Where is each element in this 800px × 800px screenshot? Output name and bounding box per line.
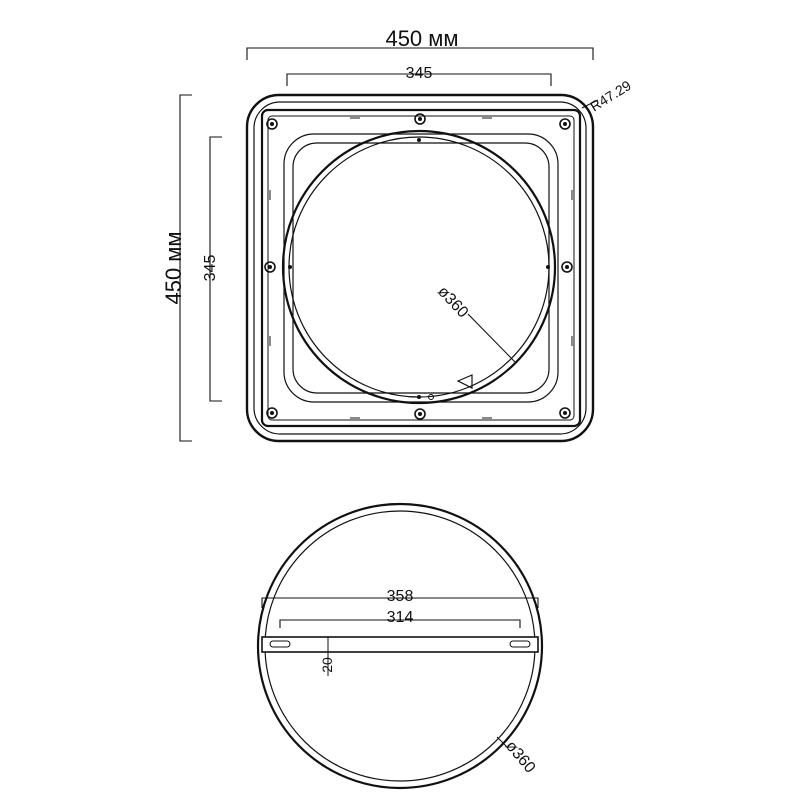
screw-icon xyxy=(414,408,426,420)
screw-icon xyxy=(559,407,571,419)
ring-dot xyxy=(428,394,434,400)
bracket-length-label: 358 xyxy=(387,588,414,605)
screw-icon xyxy=(414,113,426,125)
mounting-bracket xyxy=(261,636,539,653)
diameter-leader xyxy=(467,313,516,363)
outer-frame-inner-edge xyxy=(253,101,587,435)
bracket-slot-right xyxy=(509,640,531,648)
bottom-view: 358 314 20 ø360 xyxy=(256,502,544,790)
diffuser-frame-inner xyxy=(292,142,550,394)
mounting-plate-inner xyxy=(267,115,575,421)
mount-width-label: 345 xyxy=(406,65,433,82)
screw-icon xyxy=(559,118,571,130)
screw-icons xyxy=(264,113,573,420)
hole-spacing-dimension: 314 xyxy=(279,609,521,628)
ring-dot xyxy=(546,265,550,269)
bracket-length-dimension: 358 xyxy=(261,588,539,608)
ring-dot xyxy=(288,265,292,269)
screw-icon xyxy=(266,407,278,419)
overall-height-dimension: 450 мм xyxy=(161,94,192,442)
radius-leader xyxy=(581,99,599,109)
screw-icon xyxy=(266,118,278,130)
ring-diameter-label: ø360 xyxy=(434,283,471,321)
outer-frame xyxy=(245,93,595,443)
mount-height-dimension: 345 xyxy=(202,136,222,402)
ring-dot xyxy=(417,138,421,142)
direction-triangle-icon xyxy=(456,374,473,389)
screw-icon xyxy=(561,261,573,273)
outer-diameter-leader xyxy=(496,736,509,749)
ring-circle-outer xyxy=(281,129,557,405)
bracket-height-label: 20 xyxy=(319,657,335,673)
corner-radius-label: R47.29 xyxy=(587,77,634,115)
ring-circle-inner xyxy=(288,136,550,398)
mounting-plate xyxy=(260,108,582,428)
overall-width-label: 450 мм xyxy=(385,26,458,51)
bracket-slot-left xyxy=(269,640,291,648)
hole-spacing-label: 314 xyxy=(387,609,414,626)
bottom-outer-circle xyxy=(256,502,544,790)
overall-height-label: 450 мм xyxy=(161,231,186,304)
outer-diameter-label: ø360 xyxy=(502,738,539,777)
bracket-height-dimension: 20 xyxy=(319,636,335,676)
plate-slots xyxy=(269,117,573,419)
top-view: ø360 450 мм 345 R47.29 450 мм 345 xyxy=(161,26,634,443)
overall-width-dimension: 450 мм xyxy=(246,26,594,60)
mount-width-dimension: 345 xyxy=(286,65,552,86)
screw-icon xyxy=(264,261,276,273)
mount-height-label: 345 xyxy=(202,255,219,282)
ring-dot xyxy=(417,395,421,399)
